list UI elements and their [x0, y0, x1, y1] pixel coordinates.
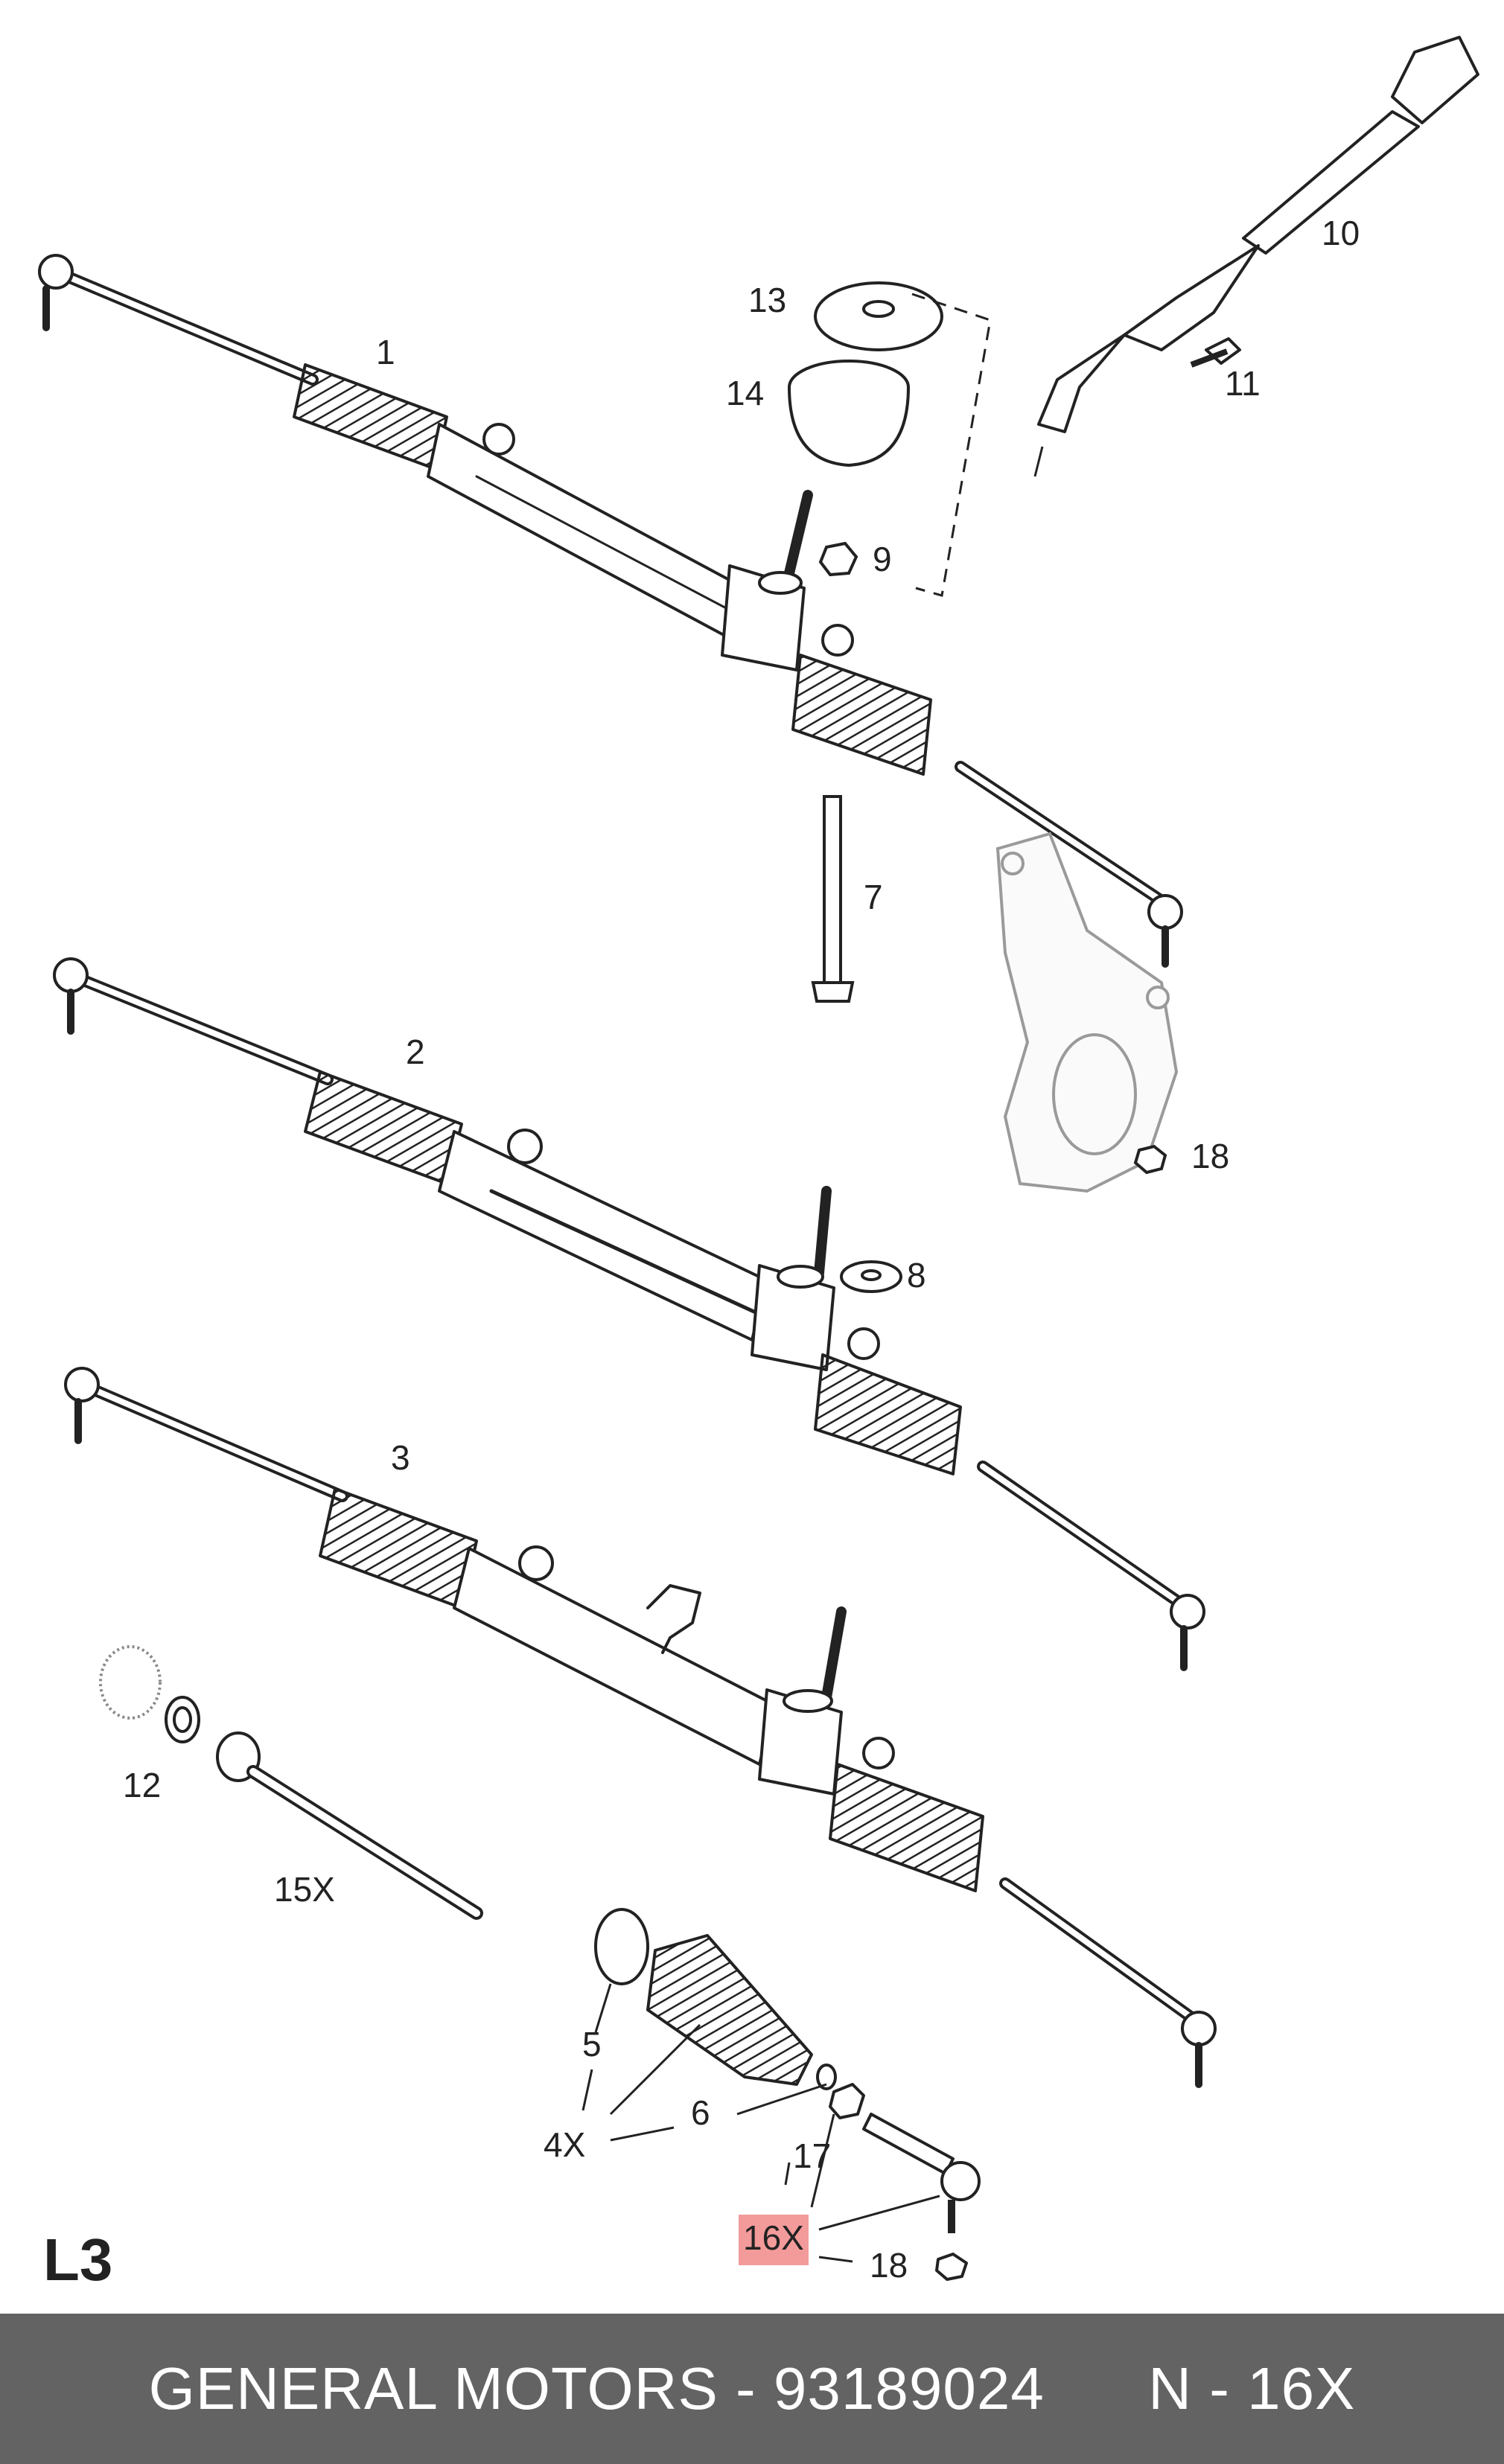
intermediate-shaft-10	[1033, 36, 1479, 477]
steering-gear-3	[64, 1367, 1217, 2088]
boot-kit-4x-5-6	[594, 1908, 981, 2281]
callout-18a: 18	[1191, 1137, 1230, 1175]
steering-knuckle	[995, 832, 1179, 1193]
part-number: 93189024	[773, 2355, 1045, 2422]
position-text: N - 16X	[1148, 2355, 1356, 2422]
callout-14: 14	[726, 374, 765, 412]
footer-separator: -	[718, 2355, 774, 2422]
callout-10: 10	[1322, 214, 1360, 252]
callout-2: 2	[406, 1032, 425, 1071]
callout-15x: 15X	[274, 1870, 335, 1909]
parts-diagram	[38, 36, 1479, 2281]
callout-17: 17	[793, 2136, 832, 2175]
rings-12	[99, 1645, 200, 1743]
callout-5: 5	[582, 2025, 602, 2064]
callout-16x-highlighted[interactable]: 16X	[739, 2215, 809, 2265]
callout-18b: 18	[870, 2246, 908, 2285]
bolt-7	[811, 795, 855, 1003]
manufacturer-name: GENERAL MOTORS	[148, 2355, 718, 2422]
callout-1: 1	[376, 333, 395, 371]
callout-11: 11	[1225, 364, 1261, 403]
nut-9	[818, 541, 858, 577]
callout-13: 13	[748, 281, 787, 319]
callout-9: 9	[873, 540, 892, 578]
nut-18a	[1133, 1144, 1167, 1175]
callout-8: 8	[907, 1256, 926, 1295]
callout-6: 6	[691, 2093, 710, 2132]
callout-4x: 4X	[544, 2125, 586, 2164]
steering-gear-1	[38, 254, 1183, 968]
callout-3: 3	[391, 1438, 410, 1477]
callout-7: 7	[864, 878, 883, 916]
footer-gap	[1045, 2355, 1148, 2423]
callout-12: 12	[123, 1766, 162, 1804]
cover-seal-13-14	[788, 281, 992, 597]
footer-bar: GENERAL MOTORS - 93189024 N - 16X	[0, 2314, 1504, 2464]
washer-8	[840, 1260, 902, 1293]
leader-lines	[581, 1983, 940, 2263]
inner-tie-rod-15x	[216, 1731, 483, 1920]
steering-gear-2	[53, 957, 1205, 1671]
sheet-label: L3	[43, 2227, 113, 2293]
